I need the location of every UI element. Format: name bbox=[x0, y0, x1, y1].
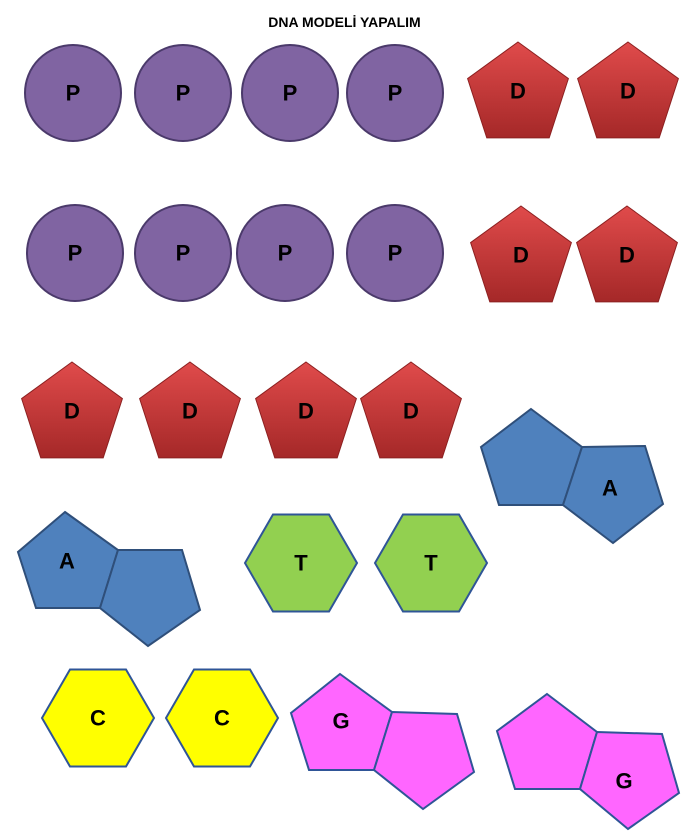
phosphate-circle: P bbox=[26, 204, 124, 302]
adenine-molecule: A bbox=[479, 407, 665, 545]
thymine-label: T bbox=[424, 551, 438, 576]
cytosine-label: C bbox=[214, 706, 230, 731]
sugar-label: D bbox=[64, 399, 80, 424]
cytosine-hexagon: C bbox=[164, 668, 280, 768]
sugar-label: D bbox=[513, 243, 529, 268]
adenine-molecule: A bbox=[16, 510, 202, 648]
sugar-label: D bbox=[620, 79, 636, 104]
thymine-hexagon: T bbox=[243, 513, 359, 613]
guanine-molecule: G bbox=[289, 672, 476, 811]
guanine-label: G bbox=[332, 709, 349, 734]
sugar-pentagon: D bbox=[470, 205, 572, 303]
guanine-molecule: G bbox=[495, 692, 681, 831]
sugar-label: D bbox=[510, 79, 526, 104]
sugar-pentagon: D bbox=[467, 41, 569, 139]
phosphate-label: P bbox=[278, 241, 293, 266]
sugar-label: D bbox=[403, 399, 419, 424]
phosphate-circle: P bbox=[346, 44, 444, 142]
sugar-pentagon: D bbox=[577, 41, 679, 139]
sugar-label: D bbox=[298, 399, 314, 424]
sugar-pentagon: D bbox=[21, 361, 123, 459]
phosphate-label: P bbox=[66, 81, 81, 106]
sugar-label: D bbox=[182, 399, 198, 424]
phosphate-label: P bbox=[388, 241, 403, 266]
thymine-label: T bbox=[294, 551, 308, 576]
phosphate-label: P bbox=[176, 241, 191, 266]
page-title: DNA MODELİ YAPALIM bbox=[268, 14, 421, 30]
sugar-pentagon: D bbox=[139, 361, 241, 459]
phosphate-circle: P bbox=[24, 44, 122, 142]
phosphate-label: P bbox=[388, 81, 403, 106]
sugar-label: D bbox=[619, 243, 635, 268]
guanine-label: G bbox=[615, 769, 632, 794]
adenine-label: A bbox=[602, 476, 618, 501]
sugar-pentagon: D bbox=[255, 361, 357, 459]
cytosine-hexagon: C bbox=[40, 668, 156, 768]
sugar-pentagon: D bbox=[576, 205, 678, 303]
adenine-label: A bbox=[59, 549, 75, 574]
phosphate-label: P bbox=[176, 81, 191, 106]
phosphate-circle: P bbox=[346, 204, 444, 302]
cytosine-label: C bbox=[90, 706, 106, 731]
phosphate-label: P bbox=[68, 241, 83, 266]
phosphate-label: P bbox=[283, 81, 298, 106]
thymine-hexagon: T bbox=[373, 513, 489, 613]
phosphate-circle: P bbox=[134, 44, 232, 142]
phosphate-circle: P bbox=[241, 44, 339, 142]
phosphate-circle: P bbox=[236, 204, 334, 302]
sugar-pentagon: D bbox=[360, 361, 462, 459]
phosphate-circle: P bbox=[134, 204, 232, 302]
